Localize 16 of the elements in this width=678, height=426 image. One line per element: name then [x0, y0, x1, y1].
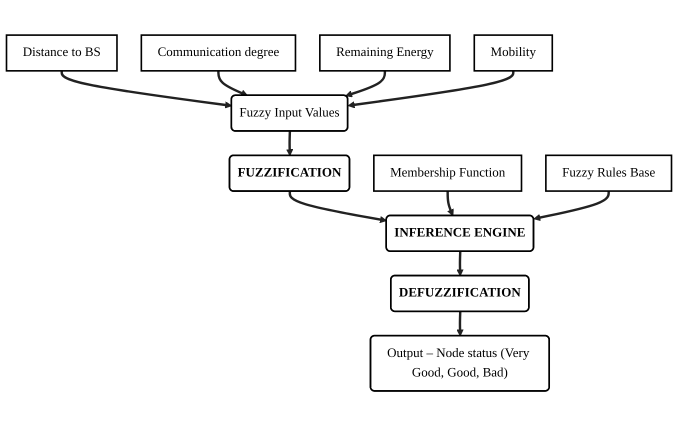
node-box: Fuzzy Rules Base — [545, 154, 672, 192]
arrow — [533, 191, 610, 222]
arrow — [288, 191, 387, 224]
arrow — [446, 191, 454, 216]
arrow — [456, 252, 464, 276]
node-box: Remaining Energy — [319, 34, 451, 72]
arrow — [286, 131, 294, 156]
node-box: Membership Function — [373, 154, 522, 192]
arrow — [60, 70, 232, 108]
arrow — [348, 70, 514, 108]
node-box: Mobility — [473, 34, 554, 72]
arrow — [456, 312, 464, 336]
node-box: Distance to BS — [6, 34, 118, 72]
arrow — [345, 70, 386, 98]
arrow — [217, 70, 248, 96]
node-box: Communication degree — [140, 34, 296, 72]
